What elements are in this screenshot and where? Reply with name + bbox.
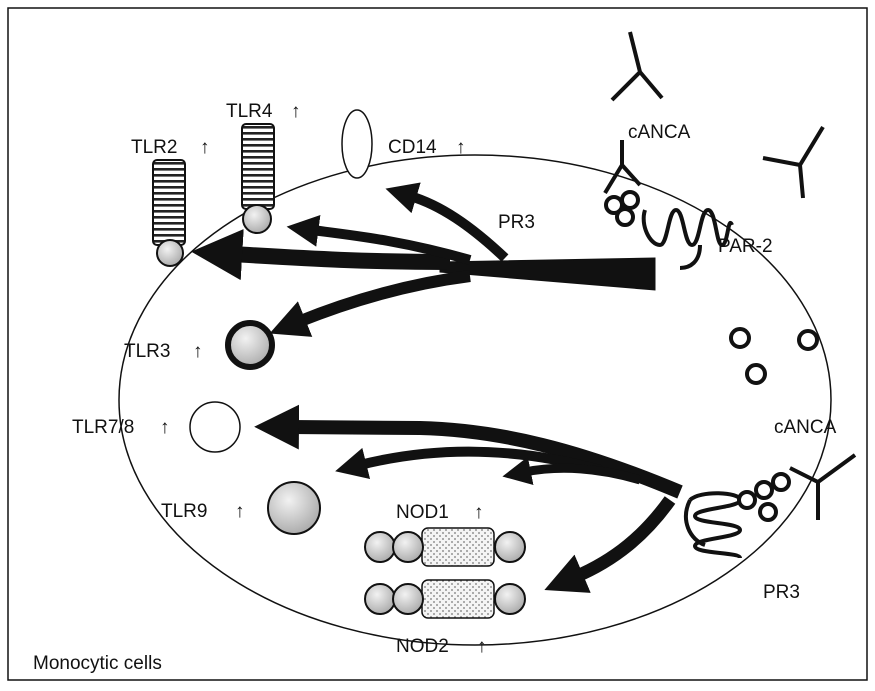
tlr4-label: TLR4 <box>226 101 273 122</box>
tlr2-receptor <box>153 160 185 266</box>
tlr4-receptor <box>242 124 274 233</box>
pr3-bottom-label: PR3 <box>763 582 800 603</box>
tlr4-up-arrow: ↑ <box>291 101 301 122</box>
cd14-up-arrow: ↑ <box>456 137 466 158</box>
nod1-label: NOD1 <box>396 502 449 523</box>
tlr3-up-arrow: ↑ <box>193 341 203 362</box>
nod2-up-arrow: ↑ <box>477 636 487 657</box>
tlr3-label: TLR3 <box>124 341 170 362</box>
nod2-label: NOD2 <box>396 636 449 657</box>
tlr2-up-arrow: ↑ <box>200 137 210 158</box>
canca-top-label: cANCA <box>628 122 691 143</box>
canca-right-label: cANCA <box>774 417 837 438</box>
nod1-up-arrow: ↑ <box>474 502 484 523</box>
tlr3-receptor <box>228 323 272 367</box>
tlr78-up-arrow: ↑ <box>160 417 170 438</box>
arrow-to-tlr2 <box>232 254 450 262</box>
tlr9-label: TLR9 <box>161 501 207 522</box>
pr3-top-label: PR3 <box>498 212 535 233</box>
tlr78-receptor <box>190 402 240 452</box>
tlr9-up-arrow: ↑ <box>235 501 245 522</box>
cd14-label: CD14 <box>388 137 437 158</box>
tlr78-label: TLR7/8 <box>72 417 134 438</box>
tlr2-label: TLR2 <box>131 137 177 158</box>
cell-type-label: Monocytic cells <box>33 653 162 674</box>
tlr9-receptor <box>268 482 320 534</box>
cd14-receptor <box>342 110 372 178</box>
par2-label: PAR-2 <box>718 236 773 257</box>
